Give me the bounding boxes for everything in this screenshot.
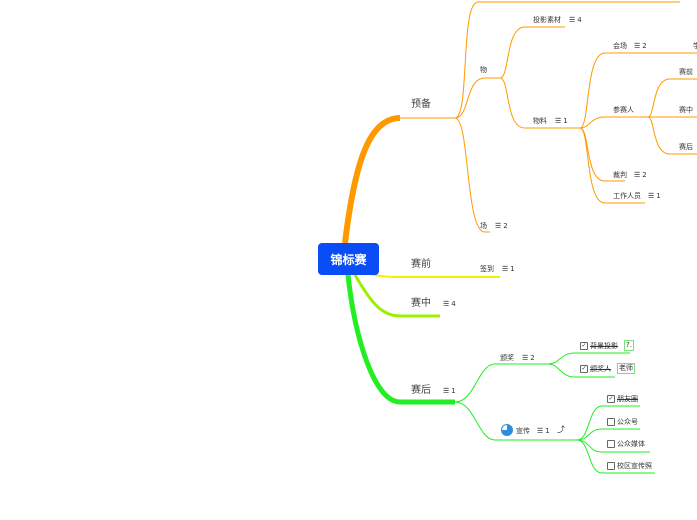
topic-cansairen-after[interactable]: 赛后 [679, 143, 693, 151]
checkbox-unchecked[interactable] [607, 462, 615, 470]
note-count-icon[interactable]: 4 [569, 15, 581, 25]
topic-cansairen-during[interactable]: 赛中 [679, 106, 693, 114]
checkbox-unchecked[interactable] [607, 440, 615, 448]
topic-cansairen-before[interactable]: 赛前 [679, 68, 693, 76]
topic-chang[interactable]: 场 [480, 222, 487, 230]
note-count-icon[interactable]: 1 [502, 264, 514, 274]
note-count-icon[interactable]: 4 [443, 299, 455, 309]
topic-wuliao[interactable]: 物料 [533, 117, 547, 125]
note-count-icon[interactable]: 1 [648, 191, 660, 201]
relationship-link-icon[interactable]: ⤴ [557, 425, 565, 434]
topic-caipan[interactable]: 裁判 [613, 171, 627, 179]
task-background-projection[interactable]: 背景投影 [590, 342, 618, 350]
label-tag[interactable]: 老师 [617, 363, 635, 374]
note-count-icon[interactable]: 2 [634, 170, 646, 180]
note-count-icon[interactable]: 2 [495, 221, 507, 231]
task-presenter[interactable]: 颁奖人 [590, 365, 611, 373]
checkbox-unchecked[interactable] [607, 418, 615, 426]
note-count-icon[interactable]: 1 [537, 426, 549, 436]
checkbox-checked[interactable]: ✓ [580, 365, 588, 373]
note-count-icon[interactable]: 1 [555, 116, 567, 126]
topic-award[interactable]: 颁奖 [500, 354, 514, 362]
note-count-icon[interactable]: 2 [634, 41, 646, 51]
task-official-account[interactable]: 公众号 [617, 418, 638, 426]
topic-before[interactable]: 赛前 [411, 259, 431, 270]
checkbox-checked[interactable]: ✓ [607, 395, 615, 403]
task-public-media[interactable]: 公众媒体 [617, 440, 645, 448]
topic-gongzuo[interactable]: 工作人员 [613, 192, 641, 200]
task-campus-photo[interactable]: 校区宣传照 [617, 462, 652, 470]
topic-promo[interactable]: 宣传 [516, 427, 530, 435]
progress-pie-icon [501, 424, 513, 436]
topic-partial[interactable]: 学 [693, 42, 697, 50]
topic-checkin[interactable]: 签到 [480, 265, 494, 273]
topic-touying[interactable]: 投影素材 [533, 16, 561, 24]
root-label: 锦标赛 [330, 252, 367, 267]
root-topic[interactable]: 锦标赛 [318, 243, 379, 275]
topic-after[interactable]: 赛后 [411, 385, 431, 396]
checkbox-checked[interactable]: ✓ [580, 342, 588, 350]
topic-prep[interactable]: 预备 [411, 99, 431, 110]
note-count-icon[interactable]: 2 [522, 353, 534, 363]
topic-wu[interactable]: 物 [480, 66, 487, 74]
task-moments[interactable]: 朋友圈 [617, 395, 638, 403]
topic-cansairen[interactable]: 参赛人 [613, 106, 634, 114]
note-count-icon[interactable]: 1 [443, 386, 455, 396]
label-tag[interactable]: ?. [624, 340, 634, 351]
topic-during[interactable]: 赛中 [411, 298, 431, 309]
topic-huichang[interactable]: 会场 [613, 42, 627, 50]
